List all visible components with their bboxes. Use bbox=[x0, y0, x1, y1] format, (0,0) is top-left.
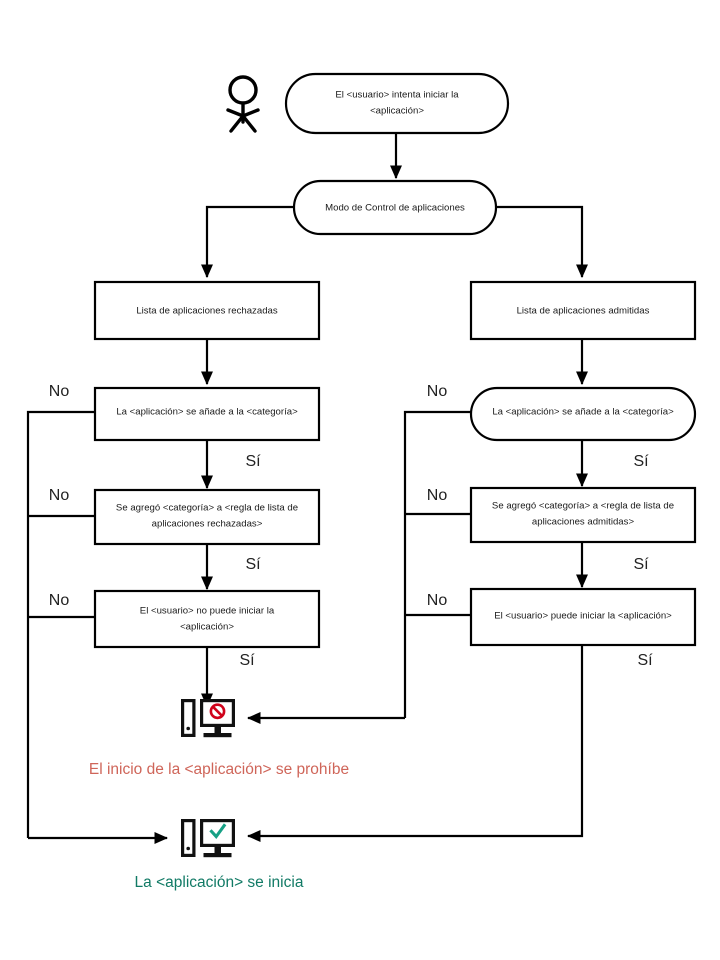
node-start-line2: <aplicación> bbox=[370, 106, 424, 117]
computer-allowed-icon bbox=[181, 819, 235, 858]
node-deny-result: El <usuario> no puede iniciar la <aplica… bbox=[93, 589, 321, 649]
branch-label-right-yes-3: Sí bbox=[637, 652, 653, 669]
node-mode-decision: Modo de Control de aplicaciones bbox=[292, 179, 498, 236]
node-mode-label: Modo de Control de aplicaciones bbox=[325, 203, 465, 214]
connector-left-no-trunk bbox=[26, 410, 95, 838]
branch-label-right-yes-2: Sí bbox=[633, 556, 649, 573]
branch-label-left-yes-1: Sí bbox=[245, 453, 261, 470]
branch-label-left-yes-2: Sí bbox=[245, 556, 261, 573]
node-deny-category: La <aplicación> se añade a la <categoría… bbox=[93, 386, 321, 442]
branch-label-right-yes-1: Sí bbox=[633, 453, 649, 470]
node-start-line1: El <usuario> intenta iniciar la bbox=[335, 90, 459, 101]
node-deny-result-line1: El <usuario> no puede iniciar la bbox=[140, 606, 275, 617]
node-start: El <usuario> intenta iniciar la <aplicac… bbox=[284, 72, 510, 135]
node-allowlist: Lista de aplicaciones admitidas bbox=[469, 280, 697, 341]
node-deny-result-line2: <aplicación> bbox=[180, 622, 234, 633]
branch-label-left-no-2: No bbox=[49, 487, 70, 504]
branch-label-left-no-3: No bbox=[49, 592, 70, 609]
node-allow-rule: Se agregó <categoría> a <regla de lista … bbox=[469, 486, 697, 544]
connector-right-no-trunk bbox=[403, 410, 471, 718]
connector-mode-to-allowlist bbox=[496, 205, 589, 279]
node-denylist-label: Lista de aplicaciones rechazadas bbox=[136, 306, 278, 317]
started-outcome-caption: La <aplicación> se inicia bbox=[135, 874, 304, 891]
node-allow-category: La <aplicación> se añade a la <categoría… bbox=[469, 386, 697, 442]
connector-mode-to-denylist bbox=[200, 205, 295, 279]
blocked-outcome-caption: El inicio de la <aplicación> se prohíbe bbox=[89, 761, 349, 778]
branch-label-left-no-1: No bbox=[49, 383, 70, 400]
node-denylist: Lista de aplicaciones rechazadas bbox=[93, 280, 321, 341]
node-deny-rule-line1: Se agregó <categoría> a <regla de lista … bbox=[116, 503, 298, 514]
node-deny-category-label: La <aplicación> se añade a la <categoría… bbox=[116, 407, 298, 418]
branch-label-right-no-1: No bbox=[427, 383, 448, 400]
computer-blocked-icon bbox=[181, 699, 235, 738]
node-allowlist-label: Lista de aplicaciones admitidas bbox=[517, 306, 650, 317]
branch-label-left-yes-3: Sí bbox=[239, 652, 255, 669]
node-allow-result: El <usuario> puede iniciar la <aplicació… bbox=[469, 587, 697, 647]
node-deny-rule: Se agregó <categoría> a <regla de lista … bbox=[93, 488, 321, 546]
connector-allow-result-yes-to-allowed-icon bbox=[246, 645, 584, 843]
node-allow-rule-line1: Se agregó <categoría> a <regla de lista … bbox=[492, 501, 674, 512]
node-allow-result-label: El <usuario> puede iniciar la <aplicació… bbox=[494, 611, 672, 622]
branch-label-right-no-3: No bbox=[427, 592, 448, 609]
branch-label-right-no-2: No bbox=[427, 487, 448, 504]
user-actor-icon bbox=[226, 75, 260, 133]
node-allow-rule-line2: aplicaciones admitidas> bbox=[532, 517, 635, 528]
node-deny-rule-line2: aplicaciones rechazadas> bbox=[152, 519, 263, 530]
node-allow-category-label: La <aplicación> se añade a la <categoría… bbox=[492, 407, 674, 418]
